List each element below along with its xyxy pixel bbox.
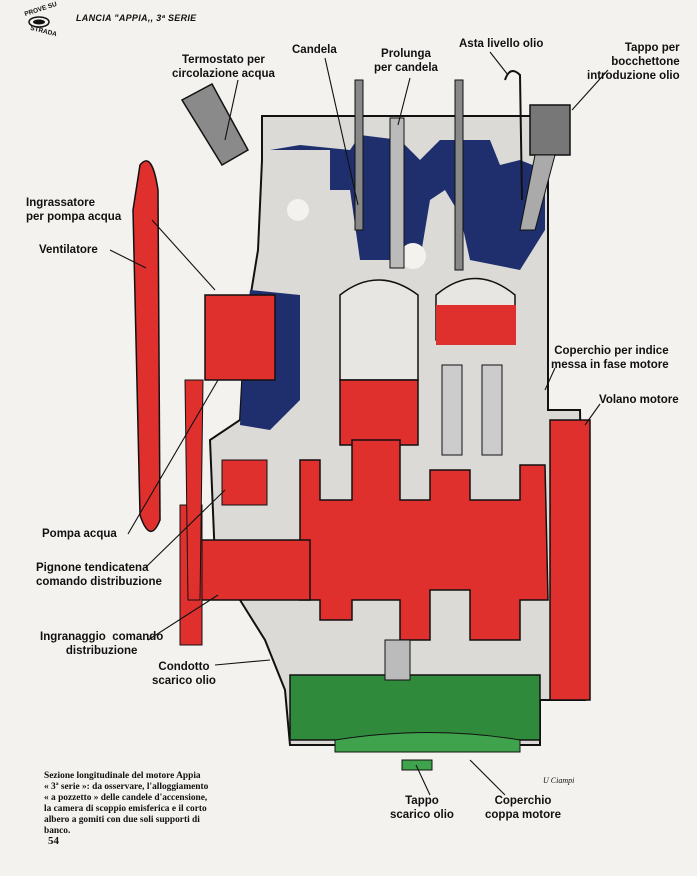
label-termostato: Termostato per circolazione acqua xyxy=(172,54,275,80)
page-number: 54 xyxy=(48,835,59,847)
figure-caption: Sezione longitudinale del motore Appia «… xyxy=(44,771,209,836)
label-ventilatore: Ventilatore xyxy=(39,244,98,256)
label-asta-livello-olio: Asta livello olio xyxy=(459,38,544,50)
label-ingranaggio-distribuzione: Ingranaggio comando distribuzione xyxy=(40,631,164,657)
label-volano-motore: Volano motore xyxy=(599,394,679,406)
label-ingrassatore: Ingrassatore per pompa acqua xyxy=(26,197,122,223)
label-coperchio-indice: Coperchio per indice messa in fase motor… xyxy=(551,345,669,371)
prove-su-strada-badge: PROVE SU STRADA xyxy=(14,1,64,38)
label-tappo-introduzione-olio: Tappo per bocchettone introduzione olio xyxy=(587,42,680,82)
label-coperchio-coppa: Coperchio coppa motore xyxy=(485,795,562,821)
label-candela: Candela xyxy=(292,44,337,56)
label-prolunga: Prolunga per candela xyxy=(374,48,438,74)
page-header-title: LANCIA "APPIA,, 3ª SERIE xyxy=(76,13,197,23)
label-pignone-tendicatena: Pignone tendicatena comando distribuzion… xyxy=(36,562,162,588)
label-condotto-scarico-olio: Condotto scarico olio xyxy=(152,661,216,687)
artist-signature: U Ciampi xyxy=(543,776,575,785)
label-pompa-acqua: Pompa acqua xyxy=(42,528,117,540)
label-tappo-scarico-olio: Tappo scarico olio xyxy=(390,795,454,821)
